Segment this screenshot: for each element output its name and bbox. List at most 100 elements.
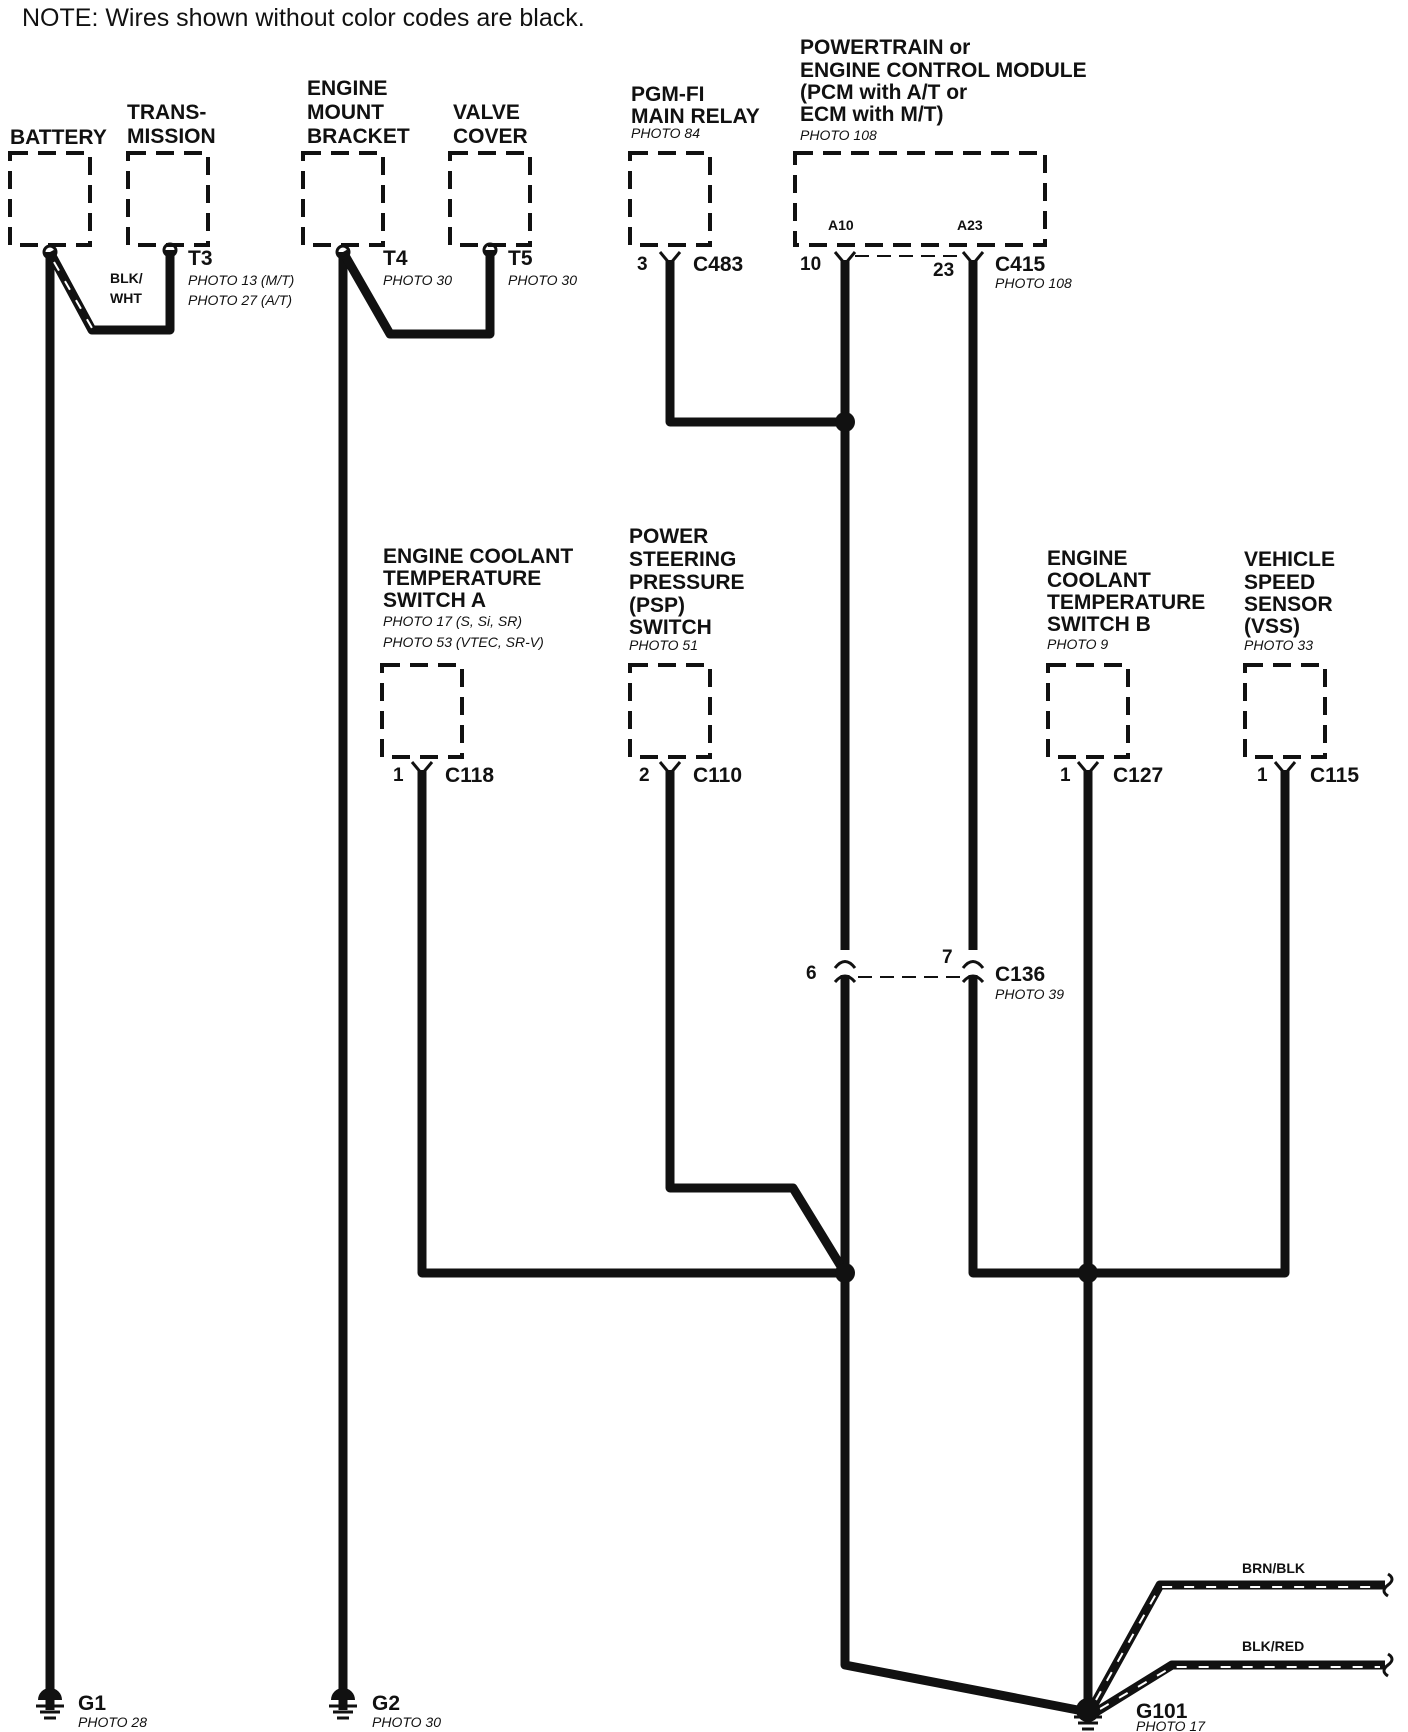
vss-box	[1243, 663, 1327, 759]
svg-text:PHOTO 30: PHOTO 30	[383, 272, 452, 288]
t5-terminal-icon	[482, 242, 498, 258]
g101-label: G101	[1136, 1700, 1188, 1723]
pgm-fi-splice-node	[835, 412, 855, 432]
svg-text:COOLANT: COOLANT	[1047, 569, 1151, 592]
svg-text:VEHICLE: VEHICLE	[1244, 548, 1335, 571]
svg-text:ENGINE CONTROL MODULE: ENGINE CONTROL MODULE	[800, 59, 1087, 82]
svg-text:BRACKET: BRACKET	[307, 125, 410, 148]
svg-text:PHOTO 17 (S, Si, SR): PHOTO 17 (S, Si, SR)	[383, 613, 522, 629]
svg-text:POWERTRAIN or: POWERTRAIN or	[800, 36, 970, 59]
pcm-pin-a23: A23	[957, 217, 983, 233]
t3-label: T3 PHOTO 13 (M/T) PHOTO 27 (A/T)	[188, 247, 294, 308]
svg-text:T3: T3	[188, 247, 213, 270]
ect-a-wire	[417, 770, 845, 1278]
c136-pin6: 6	[806, 963, 817, 984]
t4-terminal-icon	[335, 244, 351, 260]
svg-text:PHOTO 108: PHOTO 108	[800, 127, 877, 143]
vss-wire	[1088, 770, 1290, 1278]
t4-label: T4 PHOTO 30	[383, 247, 452, 288]
blk-wht-label-2: WHT	[110, 290, 142, 306]
t5-label: T5 PHOTO 30	[508, 247, 577, 288]
c415-pin10: 10	[800, 254, 821, 275]
c118-connector-icon	[410, 761, 434, 777]
svg-text:(PCM with A/T or: (PCM with A/T or	[800, 81, 967, 104]
g101-photo: PHOTO 17	[1136, 1718, 1206, 1732]
c136-pin7: 7	[942, 947, 953, 968]
svg-text:ENGINE: ENGINE	[307, 77, 388, 100]
svg-text:(VSS): (VSS)	[1244, 615, 1300, 638]
svg-text:STEERING: STEERING	[629, 548, 736, 571]
ect-b-box	[1046, 663, 1130, 759]
transmission-box	[126, 151, 210, 247]
svg-text:MISSION: MISSION	[127, 125, 216, 148]
pgm-fi-relay-box	[628, 151, 712, 247]
svg-text:MAIN RELAY: MAIN RELAY	[631, 105, 760, 128]
valve-cover-label: VALVE COVER	[453, 101, 528, 148]
battery-box	[8, 151, 92, 247]
svg-text:SWITCH: SWITCH	[629, 616, 712, 639]
c110-label: C110	[693, 764, 742, 787]
brn-blk-label: BRN/BLK	[1242, 1560, 1305, 1576]
c415-pin10-connector-icon	[833, 251, 857, 267]
c110-connector-icon	[658, 761, 682, 777]
c415-pin23: 23	[933, 260, 954, 281]
c115-connector-icon	[1273, 761, 1297, 777]
svg-text:PHOTO 84: PHOTO 84	[631, 125, 700, 141]
c136-photo: PHOTO 39	[995, 986, 1064, 1002]
blk-red-stripe	[1099, 1666, 1380, 1710]
c415-pin23-connector-icon	[961, 251, 985, 267]
svg-text:T5: T5	[508, 247, 533, 270]
c127-pin: 1	[1060, 765, 1071, 786]
blk-red-break-icon	[1382, 1652, 1394, 1678]
c483-connector-icon	[658, 251, 682, 267]
engine-mount-bracket-label: ENGINE MOUNT BRACKET	[307, 77, 410, 148]
g101-ground-icon	[1074, 1698, 1102, 1731]
svg-text:PHOTO 33: PHOTO 33	[1244, 637, 1313, 653]
psp-wire	[665, 770, 849, 1276]
engine-mount-box	[301, 151, 385, 247]
svg-text:PGM-FI: PGM-FI	[631, 83, 705, 106]
svg-text:(PSP): (PSP)	[629, 594, 685, 617]
ect-switch-a-label: ENGINE COOLANT TEMPERATURE SWITCH A PHOT…	[383, 545, 573, 650]
g2-ground-icon	[329, 1688, 357, 1720]
note-text: NOTE: Wires shown without color codes ar…	[22, 4, 585, 32]
blk-wht-label-1: BLK/	[110, 270, 143, 286]
g1-photo: PHOTO 28	[78, 1714, 147, 1730]
c136-label: C136	[995, 963, 1045, 986]
pgm-fi-relay-wire	[665, 260, 845, 427]
svg-text:PHOTO 27 (A/T): PHOTO 27 (A/T)	[188, 292, 292, 308]
c110-pin: 2	[639, 765, 650, 786]
engine-mount-valve-cover-wire	[339, 249, 495, 339]
svg-text:T4: T4	[383, 247, 408, 270]
c118-label: C118	[445, 764, 494, 787]
svg-text:VALVE: VALVE	[453, 101, 520, 124]
svg-text:PHOTO 13 (M/T): PHOTO 13 (M/T)	[188, 272, 294, 288]
pcm-box	[793, 151, 1047, 247]
svg-text:PHOTO 30: PHOTO 30	[508, 272, 577, 288]
c115-label: C115	[1310, 764, 1359, 787]
svg-text:ECM with M/T): ECM with M/T)	[800, 103, 943, 126]
t3-terminal-icon	[162, 242, 178, 258]
a23-to-ect-b-junction-wire	[968, 975, 1088, 1278]
c136-pin6-connector-icon	[833, 960, 857, 984]
battery-transmission-wire	[46, 249, 175, 335]
svg-text:TRANS-: TRANS-	[127, 101, 206, 124]
pcm-pin-a10: A10	[828, 217, 854, 233]
c127-connector-icon	[1076, 761, 1100, 777]
battery-label: BATTERY	[10, 126, 107, 149]
brn-blk-wire	[1088, 1580, 1385, 1711]
svg-text:PHOTO 9: PHOTO 9	[1047, 636, 1108, 652]
transmission-label: TRANS- MISSION	[127, 101, 216, 148]
svg-text:MOUNT: MOUNT	[307, 101, 384, 124]
c415-photo: PHOTO 108	[995, 275, 1072, 291]
svg-text:PHOTO 53 (VTEC, SR-V): PHOTO 53 (VTEC, SR-V)	[383, 634, 544, 650]
g1-label: G1	[78, 1692, 106, 1715]
ect-a-box	[380, 663, 464, 759]
svg-text:PHOTO 51: PHOTO 51	[629, 637, 698, 653]
vss-label: VEHICLE SPEED SENSOR (VSS) PHOTO 33	[1244, 548, 1335, 653]
c127-label: C127	[1113, 764, 1163, 787]
c483-label: C483	[693, 253, 743, 276]
c483-pin: 3	[637, 254, 648, 275]
svg-text:COVER: COVER	[453, 125, 528, 148]
